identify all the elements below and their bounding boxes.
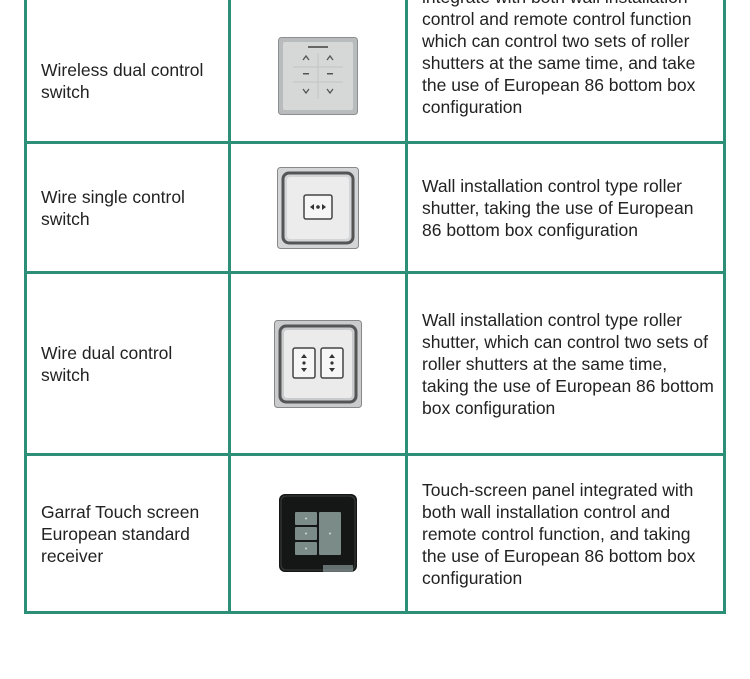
product-description-cell: Wall installation control type roller sh… xyxy=(405,271,726,456)
product-description: Wall installation control type roller sh… xyxy=(422,175,694,240)
product-name: Garraf Touch screen European standard re… xyxy=(41,501,200,566)
product-name-cell: Wire dual control switch xyxy=(24,271,231,456)
product-name: Wire single control switch xyxy=(41,186,185,229)
product-table: Wireless dual control switch xyxy=(24,0,726,614)
product-description: integrate with both wall installation co… xyxy=(422,0,696,117)
product-description-cell: Touch-screen panel integrated with both … xyxy=(405,453,726,614)
product-description-cell: integrate with both wall installation co… xyxy=(405,0,726,144)
product-name-cell: Garraf Touch screen European standard re… xyxy=(24,453,231,614)
product-name-cell: Wireless dual control switch xyxy=(24,0,231,144)
product-description: Touch-screen panel integrated with both … xyxy=(422,479,696,588)
wire-dual-switch-image xyxy=(274,319,362,408)
product-description-cell: Wall installation control type roller sh… xyxy=(405,141,726,274)
table-row: Garraf Touch screen European standard re… xyxy=(24,453,726,614)
table-row: Wire single control switch Wall installa… xyxy=(24,141,726,274)
table-row: Wireless dual control switch xyxy=(24,0,726,144)
product-name: Wire dual control switch xyxy=(41,342,173,385)
product-image-cell xyxy=(228,271,408,456)
wire-single-switch-image xyxy=(277,166,359,249)
product-description: Wall installation control type roller sh… xyxy=(422,309,714,418)
touch-screen-receiver-image xyxy=(279,493,357,574)
product-name: Wireless dual control switch xyxy=(41,60,204,102)
product-image-cell xyxy=(228,141,408,274)
product-name-cell: Wire single control switch xyxy=(24,141,231,274)
table-row: Wire dual control switch xyxy=(24,271,726,456)
product-image-cell xyxy=(228,453,408,614)
wireless-dual-switch-image xyxy=(278,37,358,115)
product-image-cell xyxy=(228,0,408,144)
